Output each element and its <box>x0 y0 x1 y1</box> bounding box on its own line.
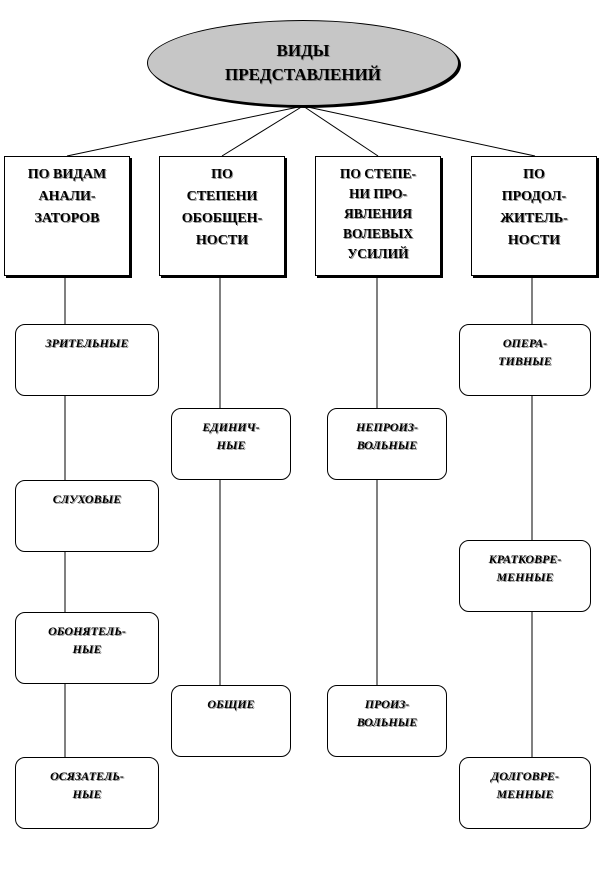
category-text-line: УСИЛИЙ <box>347 246 409 261</box>
leaf-olfactory: ОБОНЯТЕЛЬ- НЫЕ <box>15 612 159 684</box>
leaf-text-line: СЛУХОВЫЕ <box>52 492 122 506</box>
category-text-line: АНАЛИ- <box>38 189 96 204</box>
category-text-line: ПО <box>523 167 545 182</box>
leaf-long-term: ДОЛГОВРЕ- МЕННЫЕ <box>459 757 591 829</box>
connector-root-cat1 <box>66 105 304 157</box>
category-text-line: ПО <box>211 167 233 182</box>
leaf-auditory: СЛУХОВЫЕ <box>15 480 159 552</box>
leaf-text-line: ПРОИЗ- <box>364 697 410 711</box>
leaf-text-line: НЫЕ <box>72 787 102 801</box>
leaf-text-line: НЫЕ <box>216 438 246 452</box>
leaf-text-line: ЗРИТЕЛЬНЫЕ <box>45 336 129 350</box>
leaf-short-term: КРАТКОВРЕ- МЕННЫЕ <box>459 540 591 612</box>
connector-root-cat2 <box>221 105 304 157</box>
connector-root-cat3 <box>302 105 379 157</box>
leaf-text-line: КРАТКОВРЕ- <box>488 552 562 566</box>
root-title-line2: ПРЕДСТАВЛЕНИЙ <box>224 65 382 84</box>
category-text-line: ОБОБЩЕН- <box>181 211 263 226</box>
root-node-representation-types: ВИДЫ ПРЕДСТАВЛЕНИЙ <box>147 20 459 106</box>
leaf-text-line: ВОЛЬНЫЕ <box>356 715 418 729</box>
leaf-visual: ЗРИТЕЛЬНЫЕ <box>15 324 159 396</box>
category-text-line: ЗАТОРОВ <box>34 211 100 226</box>
leaf-involuntary: НЕПРОИЗ- ВОЛЬНЫЕ <box>327 408 447 480</box>
category-text-line: НОСТИ <box>507 233 561 248</box>
leaf-text-line: ВОЛЬНЫЕ <box>356 438 418 452</box>
category-text-line: ПО СТЕПЕ- <box>339 166 417 181</box>
leaf-text-line: НЕПРОИЗ- <box>356 420 418 434</box>
leaf-text-line: НЫЕ <box>72 642 102 656</box>
connector-root-cat4 <box>302 105 536 157</box>
category-by-duration: ПО ПРОДОЛ- ЖИТЕЛЬ- НОСТИ <box>471 156 597 276</box>
leaf-text-line: ОБОНЯТЕЛЬ- <box>48 624 126 638</box>
category-text-line: ПРОДОЛ- <box>501 189 567 204</box>
category-text-line: ПО ВИДАМ <box>27 167 107 182</box>
leaf-voluntary: ПРОИЗ- ВОЛЬНЫЕ <box>327 685 447 757</box>
leaf-text-line: ДОЛГОВРЕ- <box>491 769 559 783</box>
leaf-text-line: ТИВНЫЕ <box>498 354 552 368</box>
category-text-line: ЯВЛЕНИЯ <box>343 206 413 221</box>
leaf-text-line: ОСЯЗАТЕЛЬ- <box>50 769 124 783</box>
category-text-line: НИ ПРО- <box>348 186 408 201</box>
category-by-generalization: ПО СТЕПЕНИ ОБОБЩЕН- НОСТИ <box>159 156 285 276</box>
category-text-line: ВОЛЕВЫХ <box>343 226 413 241</box>
leaf-text-line: ЕДИНИЧ- <box>202 420 260 434</box>
leaf-general: ОБЩИЕ <box>171 685 291 757</box>
leaf-text-line: МЕННЫЕ <box>496 570 554 584</box>
category-by-analyzers: ПО ВИДАМ АНАЛИ- ЗАТОРОВ <box>4 156 130 276</box>
category-text-line: НОСТИ <box>195 233 249 248</box>
category-by-volition: ПО СТЕПЕ- НИ ПРО- ЯВЛЕНИЯ ВОЛЕВЫХ УСИЛИЙ <box>315 156 441 276</box>
leaf-text-line: ОПЕРА- <box>502 336 548 350</box>
category-text-line: ЖИТЕЛЬ- <box>500 211 568 226</box>
leaf-text-line: МЕННЫЕ <box>496 787 554 801</box>
leaf-tactile: ОСЯЗАТЕЛЬ- НЫЕ <box>15 757 159 829</box>
leaf-operative: ОПЕРА- ТИВНЫЕ <box>459 324 591 396</box>
leaf-single: ЕДИНИЧ- НЫЕ <box>171 408 291 480</box>
category-text-line: СТЕПЕНИ <box>186 189 258 204</box>
root-title-line1: ВИДЫ <box>276 41 330 60</box>
leaf-text-line: ОБЩИЕ <box>207 697 255 711</box>
